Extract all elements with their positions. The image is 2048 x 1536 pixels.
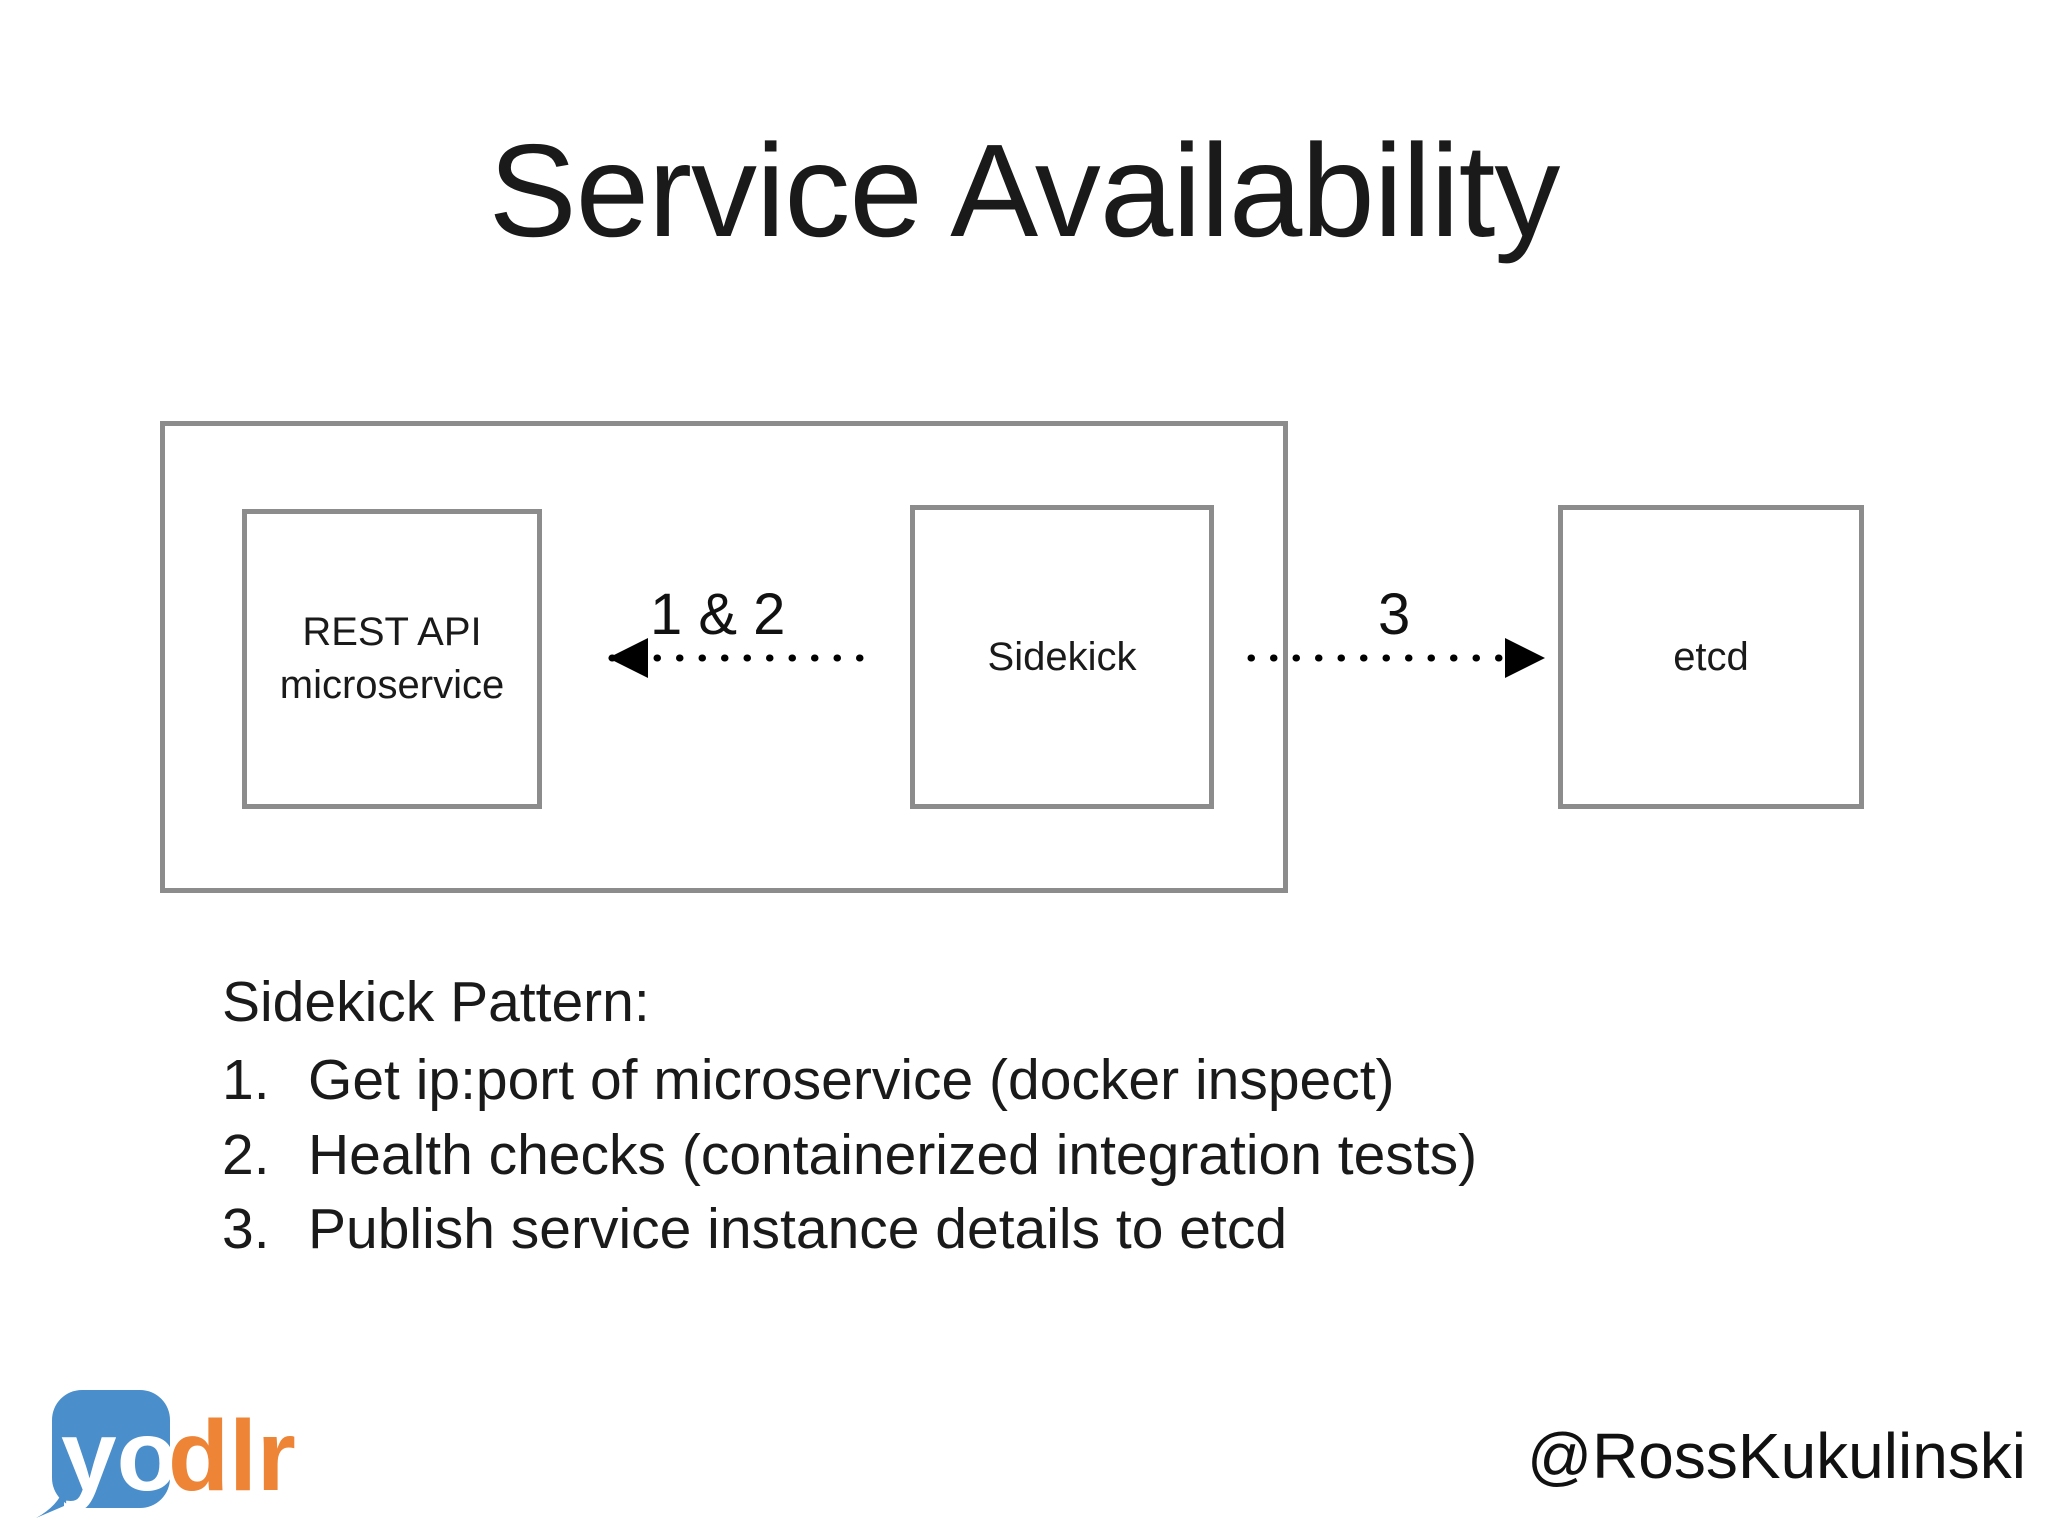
list-item-text: Publish service instance details to etcd [308, 1197, 1288, 1262]
list-item: 1. Get ip:port of microservice (docker i… [222, 1047, 1982, 1114]
node-label-etcd: etcd [1673, 634, 1749, 679]
node-label-rest-api: REST API microservice [279, 610, 505, 707]
list-item-text: Health checks (containerized integration… [308, 1122, 1478, 1187]
node-sidekick[interactable]: Sidekick [910, 505, 1214, 809]
list-item-number: 3. [222, 1197, 270, 1262]
yodlr-logo: yo dlr [36, 1390, 296, 1518]
node-label-sidekick: Sidekick [987, 634, 1137, 679]
list-item: 2. Health checks (containerized integrat… [222, 1122, 1982, 1189]
author-handle: @RossKukulinski [1527, 1420, 2026, 1492]
list-item-number: 2. [222, 1122, 270, 1187]
list-item-text: Get ip:port of microservice (docker insp… [308, 1047, 1395, 1112]
pattern-heading: Sidekick Pattern: [222, 970, 650, 1034]
node-etcd[interactable]: etcd [1558, 505, 1864, 809]
edge-label-1-and-2: 1 & 2 [650, 582, 786, 647]
pattern-list: 1. Get ip:port of microservice (docker i… [222, 1047, 1982, 1263]
list-item-number: 1. [222, 1047, 270, 1112]
logo-text-yo: yo [61, 1400, 178, 1512]
edge-sidekick-to-rest-api-arrow [608, 638, 864, 678]
sidekick-pattern-block: Sidekick Pattern: 1. Get ip:port of micr… [222, 970, 1982, 1271]
edge-sidekick-to-etcd-arrow [1247, 638, 1545, 678]
logo-text-dlr: dlr [168, 1400, 296, 1512]
host-container-box [160, 421, 1288, 893]
edge-label-3: 3 [1378, 582, 1411, 647]
list-item: 3. Publish service instance details to e… [222, 1196, 1982, 1263]
page-title: Service Availability [488, 117, 1561, 264]
node-rest-api-microservice[interactable]: REST API microservice [242, 509, 542, 809]
